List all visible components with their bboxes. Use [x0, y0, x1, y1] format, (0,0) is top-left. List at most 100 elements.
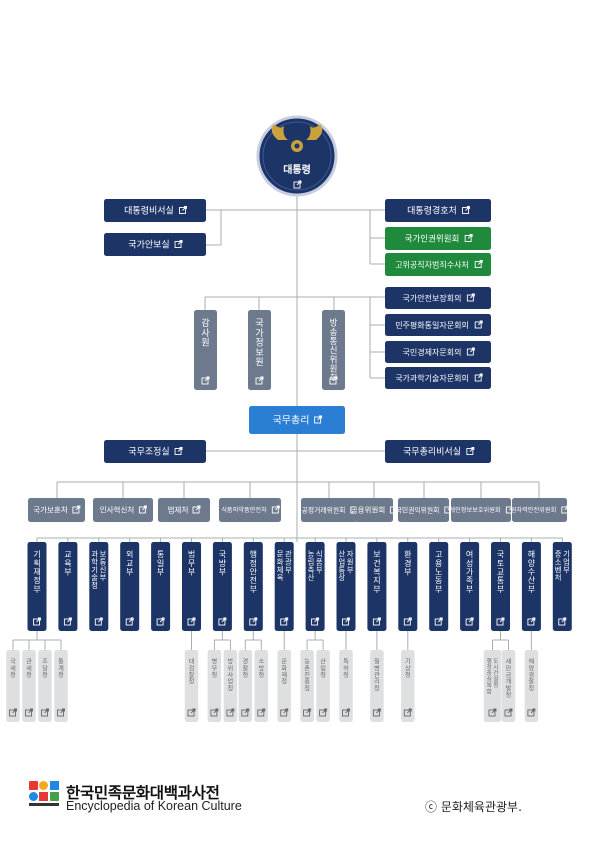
office-presidential-security[interactable]: 대통령경호처 — [385, 199, 491, 222]
pm-agency-8[interactable]: 개인정보보호위원회 — [449, 498, 514, 522]
office-national-security[interactable]: 국가안보실 — [104, 233, 206, 256]
brand-korean: 한국민족문화대백과사전 — [66, 784, 220, 802]
pm-agency-4[interactable]: 식품의약품안전처 — [219, 498, 281, 522]
external-link-icon — [474, 320, 483, 329]
box-label: 국가과학기술자문회의 — [395, 373, 469, 383]
box-label: 국민권익위원회 — [396, 505, 440, 514]
external-link-icon — [474, 373, 483, 382]
external-link-icon — [201, 376, 210, 385]
council-4[interactable]: 국가과학기술자문회의 — [385, 367, 491, 389]
pm-agency-7[interactable]: 국민권익위원회 — [396, 498, 453, 522]
external-link-icon — [41, 708, 49, 717]
prime-minister-box[interactable]: 국무총리 — [249, 406, 345, 434]
office-pm-secretariat[interactable]: 국무총리비서실 — [385, 440, 491, 463]
box-label: 대통령비서실 — [124, 205, 174, 217]
pm-agency-9[interactable]: 원자력안전위원회 — [511, 498, 570, 522]
box-label: 국무총리비서실 — [403, 447, 461, 458]
external-link-icon — [314, 415, 323, 424]
external-link-icon — [218, 617, 227, 626]
office-corruption-investigation[interactable]: 고위공직자범죄수사처 — [385, 253, 491, 276]
office-presidential-secretariat[interactable]: 대통령비서실 — [104, 199, 206, 222]
office-human-rights-commission[interactable]: 국가인권위원회 — [385, 227, 491, 250]
external-link-icon — [303, 708, 312, 717]
council-1[interactable]: 국가안전보장회의 — [385, 287, 491, 309]
pm-agency-2[interactable]: 인사혁신처 — [93, 498, 153, 522]
external-link-icon — [527, 708, 536, 717]
council-3[interactable]: 국민경제자문회의 — [385, 341, 491, 363]
external-link-icon — [558, 617, 567, 626]
pm-agency-6[interactable]: 금융위원회 — [351, 498, 398, 522]
pm-agency-5[interactable]: 공정거래위원회 — [301, 498, 359, 522]
external-link-icon — [187, 708, 196, 717]
box-label: 인사혁신처 — [100, 505, 135, 515]
phoenix-right-icon — [306, 124, 323, 140]
office-government-policy-coordination[interactable]: 국무조정실 — [104, 440, 206, 463]
pm-agency-1[interactable]: 국가보훈처 — [28, 498, 85, 522]
council-2[interactable]: 민주평화통일자문회의 — [385, 314, 491, 336]
box-label: 고위공직자범죄수사처 — [395, 259, 469, 269]
external-link-icon — [174, 240, 183, 248]
external-link-icon — [271, 505, 280, 514]
box-label: 식품의약품안전처 — [221, 506, 267, 514]
pm-agency-3[interactable]: 법제처 — [158, 498, 210, 522]
box-label: 법제처 — [168, 505, 189, 515]
president-emblem[interactable]: 대통령 — [256, 115, 338, 197]
box-label: 금융위원회 — [351, 506, 386, 515]
